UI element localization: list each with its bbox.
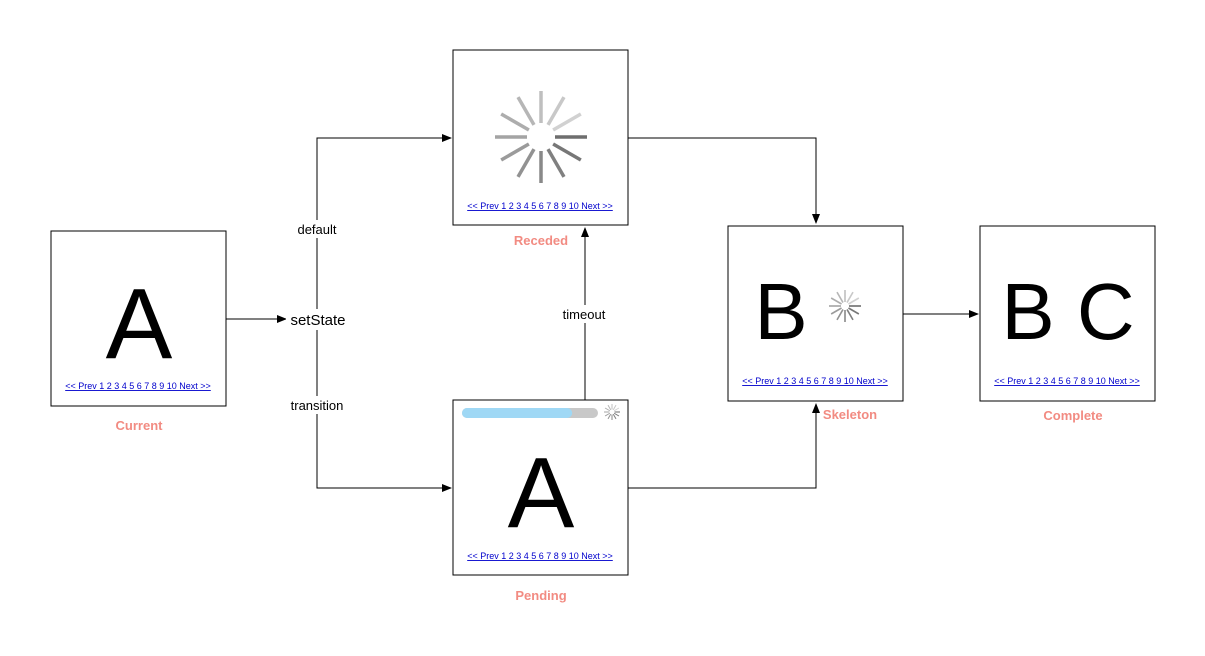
edge-transition-to-pending [316, 330, 452, 492]
spinner-spoke [500, 112, 530, 132]
spinner-spoke [546, 96, 566, 126]
edge-default-to-receded [316, 134, 452, 310]
spinner-spoke [830, 297, 842, 305]
spinner-spoke [830, 307, 842, 315]
spinner-spoke [552, 142, 582, 162]
spinner-spoke [516, 148, 536, 178]
spinner-spoke [613, 407, 620, 412]
state-pending-frame [452, 399, 629, 576]
spinner-spoke [607, 413, 612, 420]
state-complete: B C << Prev 1 2 3 4 5 6 7 8 9 10 Next >>… [979, 225, 1156, 423]
state-current-frame [50, 230, 227, 407]
spinner-spoke [604, 407, 611, 412]
spinner-spoke [604, 412, 611, 417]
state-complete-content: B C [1001, 267, 1134, 356]
edge-label-setstate: setState [290, 312, 345, 329]
spinner-spoke [846, 309, 854, 321]
spinner-spoke [546, 148, 566, 178]
edge-receded-to-skeleton [628, 137, 820, 224]
state-skeleton-pager-link[interactable]: << Prev 1 2 3 4 5 6 7 8 9 10 Next >> [742, 376, 888, 386]
spinner-icon [604, 404, 620, 420]
state-receded: << Prev 1 2 3 4 5 6 7 8 9 10 Next >> Rec… [452, 49, 629, 248]
state-pending-content: A [508, 437, 575, 549]
spinner-spoke [516, 96, 536, 126]
state-pending: A << Prev 1 2 3 4 5 6 7 8 9 10 Next >> P… [452, 399, 629, 603]
state-skeleton: B << Prev 1 2 3 4 5 6 7 8 9 10 Next >> S… [727, 225, 904, 422]
spinner-icon [495, 91, 587, 183]
edge-pending-to-skeleton [628, 403, 820, 489]
state-pending-pager-link[interactable]: << Prev 1 2 3 4 5 6 7 8 9 10 Next >> [467, 551, 613, 561]
edge-label-transition: transition [291, 398, 344, 413]
state-receded-pager-link[interactable]: << Prev 1 2 3 4 5 6 7 8 9 10 Next >> [467, 201, 613, 211]
state-current: A << Prev 1 2 3 4 5 6 7 8 9 10 Next >> C… [50, 230, 227, 433]
spinner-spoke [836, 291, 844, 303]
spinner-spoke [612, 413, 617, 420]
state-receded-label: Receded [514, 233, 568, 248]
state-current-label: Current [116, 418, 164, 433]
state-pending-label: Pending [515, 588, 566, 603]
edge-label-default: default [297, 222, 336, 237]
state-complete-frame [979, 225, 1156, 402]
spinner-spoke [848, 307, 860, 315]
progress-fill [462, 408, 573, 418]
spinner-spoke [836, 309, 844, 321]
spinner-spoke [612, 404, 617, 411]
spinner-spoke [500, 142, 530, 162]
state-current-pager-link[interactable]: << Prev 1 2 3 4 5 6 7 8 9 10 Next >> [65, 381, 211, 391]
state-skeleton-content: B [754, 267, 807, 356]
spinner-spoke [848, 297, 860, 305]
spinner-spoke [846, 291, 854, 303]
spinner-icon [829, 290, 861, 322]
state-skeleton-label: Skeleton [823, 407, 877, 422]
state-current-content: A [106, 268, 173, 380]
spinner-spoke [613, 412, 620, 417]
state-skeleton-frame [727, 225, 904, 402]
spinner-spoke [552, 112, 582, 132]
state-receded-frame [452, 49, 629, 226]
state-complete-label: Complete [1043, 408, 1102, 423]
spinner-spoke [607, 404, 612, 411]
state-complete-pager-link[interactable]: << Prev 1 2 3 4 5 6 7 8 9 10 Next >> [994, 376, 1140, 386]
edge-label-timeout: timeout [563, 307, 606, 322]
